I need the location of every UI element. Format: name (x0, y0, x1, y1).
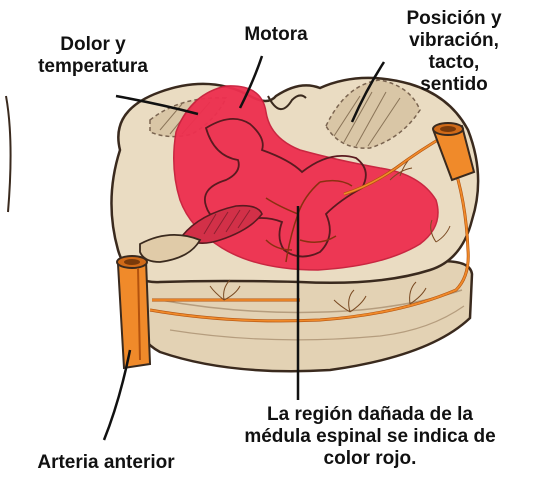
label-position-vibration: Posición y vibración, tacto, sentido (386, 8, 522, 96)
label-position-line-4: sentido (386, 74, 522, 96)
label-pain-temperature-line-2: temperatura (18, 56, 168, 78)
label-motor-text: Motora (226, 24, 326, 46)
label-pain-temperature-line-1: Dolor y (18, 34, 168, 56)
leader-anterior-artery (104, 350, 130, 440)
label-anterior-artery-text: Arteria anterior (6, 452, 206, 474)
caption-line-1: La región dañada de la (210, 404, 530, 426)
label-pain-temperature: Dolor y temperatura (18, 34, 168, 78)
caption-damaged-region: La región dañada de la médula espinal se… (210, 404, 530, 470)
label-position-line-3: tacto, (386, 52, 522, 74)
left-edge-fragment (6, 96, 11, 212)
label-anterior-artery: Arteria anterior (6, 452, 206, 474)
caption-line-2: médula espinal se indica de (210, 426, 530, 448)
caption-line-3: color rojo. (210, 448, 530, 470)
label-position-line-1: Posición y (386, 8, 522, 30)
label-position-line-2: vibración, (386, 30, 522, 52)
anterior-artery-cylinder (117, 256, 150, 368)
label-motor: Motora (226, 24, 326, 46)
